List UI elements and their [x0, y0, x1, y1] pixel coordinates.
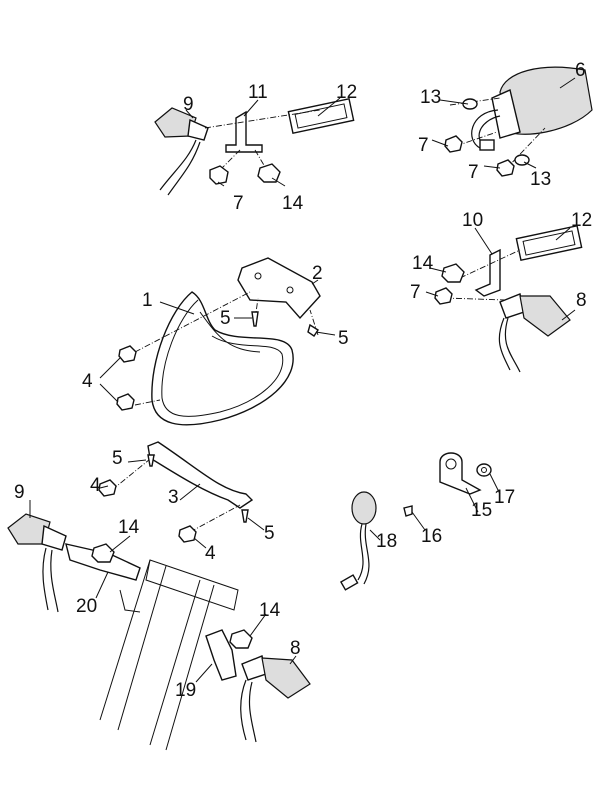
- callout-3: 3: [168, 487, 179, 508]
- callout-8-right: 8: [576, 290, 587, 311]
- screw-5-d: [241, 509, 249, 523]
- callout-4-c: 4: [205, 543, 216, 564]
- nut-14-bottom: [229, 629, 253, 649]
- screw-5-c: [147, 454, 155, 467]
- nut-7-top: [209, 165, 229, 185]
- callout-11: 11: [248, 82, 268, 103]
- reflector-12-right: [515, 224, 583, 262]
- bracket-3: [147, 441, 254, 509]
- callout-14-right: 14: [412, 253, 434, 274]
- nut-7-right-c: [434, 287, 453, 305]
- bracket-15: [439, 452, 482, 495]
- callout-12-right: 12: [571, 210, 592, 231]
- nut-4-b: [116, 393, 135, 411]
- callout-14-left: 14: [118, 517, 140, 538]
- callout-17: 17: [494, 487, 515, 508]
- callout-9-bottom: 9: [14, 482, 25, 503]
- callout-19: 19: [175, 680, 196, 701]
- washer-13-top: [462, 98, 478, 110]
- turn-signal-rear-right: [498, 293, 571, 373]
- callout-7-d: 7: [410, 282, 421, 303]
- callout-5-a: 5: [220, 308, 231, 329]
- callout-14-bottom: 14: [259, 600, 281, 621]
- nut-14-top: [257, 163, 281, 183]
- callout-20: 20: [76, 596, 97, 617]
- taillight-6: [471, 66, 593, 151]
- callout-9-top: 9: [183, 94, 194, 115]
- bracket-10: [474, 248, 501, 297]
- nut-7-right-a: [444, 135, 463, 153]
- nut-14-right: [441, 263, 465, 283]
- frame-section: [99, 559, 239, 751]
- callout-8-bottom: 8: [290, 638, 301, 659]
- nut-4-c: [98, 479, 117, 497]
- callout-5-d: 5: [264, 523, 275, 544]
- callout-18: 18: [376, 531, 397, 552]
- callout-2: 2: [312, 263, 323, 284]
- screw-16: [403, 505, 413, 517]
- nut-4-d: [178, 525, 197, 543]
- turn-signal-rear-bottom: [240, 655, 311, 743]
- callout-7-c: 7: [233, 193, 244, 214]
- turn-signal-front-left-bottom: [7, 513, 67, 613]
- callout-labels: 9 11 12 6 13 7 7 13 7 14 10 12 14 7 8 2 …: [14, 60, 592, 701]
- turn-signal-front-left-top: [154, 107, 209, 196]
- nut-17: [476, 463, 492, 477]
- headlight-bracket-2: [237, 257, 321, 320]
- callout-13-top: 13: [420, 87, 441, 108]
- screw-5-a: [251, 311, 259, 327]
- callout-4-b: 4: [90, 475, 101, 496]
- callout-12-top: 12: [336, 82, 357, 103]
- callout-5-b: 5: [338, 328, 349, 349]
- nut-7-right-b: [496, 159, 515, 177]
- screw-5-b: [307, 323, 319, 337]
- callout-5-c: 5: [112, 448, 123, 469]
- callout-15: 15: [471, 500, 492, 521]
- reflector-12-top: [287, 97, 355, 135]
- nut-4-a: [118, 345, 137, 363]
- callout-13-bottom: 13: [530, 169, 551, 190]
- callout-7-a: 7: [418, 135, 429, 156]
- callout-16: 16: [421, 526, 442, 547]
- callout-7-b: 7: [468, 162, 479, 183]
- callout-4-a: 4: [82, 371, 93, 392]
- callout-1: 1: [142, 290, 153, 311]
- marker-light-18: [339, 491, 377, 591]
- callout-10: 10: [462, 210, 483, 231]
- bracket-19: [205, 629, 237, 681]
- callout-6: 6: [575, 60, 586, 81]
- bracket-11: [225, 110, 263, 153]
- nut-14-left: [91, 543, 115, 563]
- callout-14-top: 14: [282, 193, 304, 214]
- leader-lines: [29, 77, 576, 683]
